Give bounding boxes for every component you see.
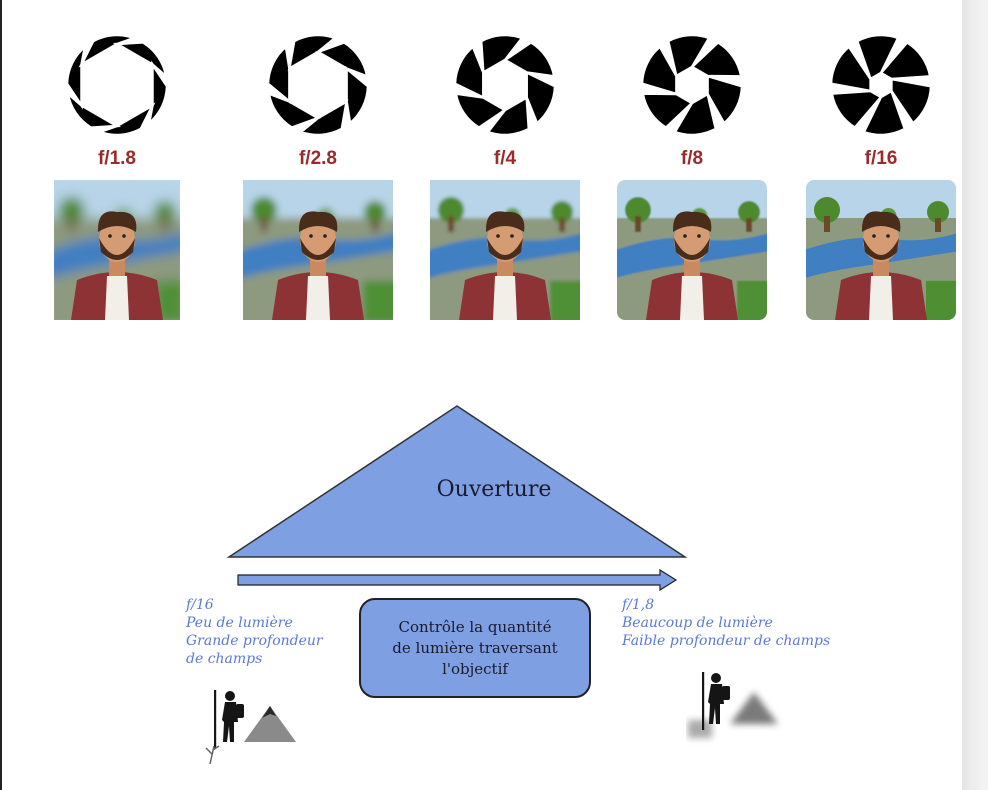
sharp-hiker-illustration [205,690,296,765]
left-caption: f/16 Peu de lumière Grande profondeur de… [186,596,323,668]
hiker-figure-icon [214,690,244,748]
right-f-value: f/1,8 [622,597,655,613]
portrait-person [272,211,364,320]
hiker-figure-icon [702,672,730,730]
portrait-image [430,180,580,320]
aperture-column-3: f/4 [430,30,580,320]
aperture-blades [65,33,169,137]
f-stop-label: f/4 [493,148,517,169]
aperture-comparison-row: f/1.8 [0,0,960,340]
aperture-blades [266,33,370,137]
f-stop-label: f/8 [680,148,704,169]
blurred-hiker-illustration [688,672,778,738]
portrait-person [71,211,163,320]
aperture-column-1: f/1.8 [42,30,192,320]
blurred-background-icon [688,692,778,738]
direction-arrow [237,568,678,592]
left-caption-line: Grande profondeur [186,633,323,649]
aperture-triangle [226,405,688,558]
aperture-icon [829,33,933,137]
aperture-column-5: f/16 [806,30,956,320]
right-caption-line: Faible profondeur de champs [622,633,831,649]
left-f-value: f/16 [186,597,214,613]
portrait-image [806,180,956,320]
box-line: l'objectif [442,659,508,678]
aperture-icon [65,33,169,137]
triangle-title: Ouverture [0,477,988,502]
light-control-box: Contrôle la quantité de lumière traversa… [359,598,591,698]
portrait-person [646,211,738,320]
portrait-image [54,180,180,320]
aperture-blades [453,33,557,137]
aperture-icon [266,33,370,137]
page-right-shadow [962,0,988,790]
portrait-image [243,180,393,320]
f-stop-label: f/1.8 [97,148,137,169]
mountain-icon [244,706,296,742]
triangle-title-text: Ouverture [436,477,552,502]
aperture-column-4: f/8 [617,30,767,320]
aperture-blades [640,33,744,137]
plant-icon [205,745,220,765]
aperture-blades [829,33,933,137]
arrow-shape [237,568,678,592]
triangle-shape [226,405,688,558]
portrait-person [459,211,551,320]
portrait-image [617,180,767,320]
left-caption-line: de champs [186,651,263,667]
right-caption: f/1,8 Beaucoup de lumière Faible profond… [622,596,830,650]
f-stop-label: f/16 [864,148,898,169]
aperture-icon [640,33,744,137]
aperture-column-2: f/2.8 [243,30,393,320]
f-stop-label: f/2.8 [298,148,338,169]
page-left-border [0,0,2,790]
mountain-peak-icon [262,706,276,718]
portrait-person [835,211,927,320]
box-line: de lumière traversant [392,638,558,657]
box-line: Contrôle la quantité [398,617,552,636]
aperture-icon [453,33,557,137]
left-caption-line: Peu de lumière [186,615,293,631]
right-caption-line: Beaucoup de lumière [622,615,773,631]
